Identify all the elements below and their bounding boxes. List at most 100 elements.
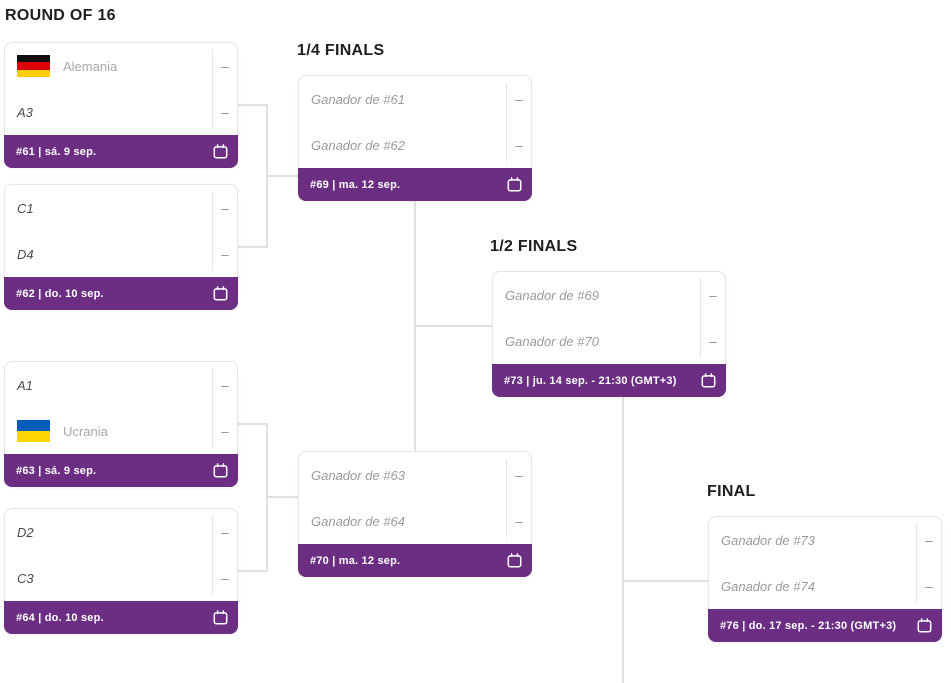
round-title-final: FINAL bbox=[707, 483, 756, 500]
round-title-quarter-finals: 1/4 FINALS bbox=[297, 42, 385, 59]
match-card-69[interactable]: Ganador de #61 Ganador de #62 – – #69 | … bbox=[298, 75, 532, 201]
match-body: Alemania A3 – – bbox=[5, 43, 237, 135]
away-score: – bbox=[221, 423, 229, 439]
home-score: – bbox=[709, 287, 717, 303]
match-footer: #76 | do. 17 sep. - 21:30 (GMT+3) bbox=[708, 609, 942, 642]
match-slot-home: Alemania bbox=[5, 43, 213, 89]
calendar-icon[interactable] bbox=[507, 553, 522, 568]
match-body: Ganador de #69 Ganador de #70 – – bbox=[493, 272, 725, 364]
score-divider bbox=[212, 515, 213, 595]
match-slot-home: Ganador de #69 bbox=[493, 272, 701, 318]
away-score: – bbox=[221, 104, 229, 120]
connector-line bbox=[238, 246, 268, 248]
home-score: – bbox=[221, 377, 229, 393]
match-body: Ganador de #63 Ganador de #64 – – bbox=[299, 452, 531, 544]
match-card-61[interactable]: Alemania A3 – – #61 | sá. 9 sep. bbox=[4, 42, 238, 168]
score-divider bbox=[212, 368, 213, 448]
match-slot-home: C1 bbox=[5, 185, 213, 231]
round-title-round-of-16: ROUND OF 16 bbox=[5, 7, 116, 24]
match-slot-home: A1 bbox=[5, 362, 213, 408]
match-slot-away: Ganador de #64 bbox=[299, 498, 507, 544]
home-score: – bbox=[925, 532, 933, 548]
score-divider bbox=[700, 278, 701, 358]
match-body: A1 Ucrania – – bbox=[5, 362, 237, 454]
match-footer: #73 | ju. 14 sep. - 21:30 (GMT+3) bbox=[492, 364, 726, 397]
match-slot-home: D2 bbox=[5, 509, 213, 555]
calendar-icon[interactable] bbox=[507, 177, 522, 192]
match-footer-text: #64 | do. 10 sep. bbox=[16, 611, 104, 624]
match-slot-home: Ganador de #61 bbox=[299, 76, 507, 122]
match-footer: #61 | sá. 9 sep. bbox=[4, 135, 238, 168]
away-score: – bbox=[515, 137, 523, 153]
match-body: Ganador de #73 Ganador de #74 – – bbox=[709, 517, 941, 609]
match-body: Ganador de #61 Ganador de #62 – – bbox=[299, 76, 531, 168]
match-slot-away: Ganador de #70 bbox=[493, 318, 701, 364]
match-footer: #64 | do. 10 sep. bbox=[4, 601, 238, 634]
match-card-76[interactable]: Ganador de #73 Ganador de #74 – – #76 | … bbox=[708, 516, 942, 642]
score-divider bbox=[506, 458, 507, 538]
match-card-62[interactable]: C1 D4 – – #62 | do. 10 sep. bbox=[4, 184, 238, 310]
connector-line bbox=[414, 325, 493, 327]
match-footer: #69 | ma. 12 sep. bbox=[298, 168, 532, 201]
ukraine-flag-icon bbox=[17, 420, 50, 442]
seed-label: D2 bbox=[17, 524, 34, 540]
winner-placeholder: Ganador de #63 bbox=[311, 467, 405, 483]
score-divider bbox=[212, 191, 213, 271]
score-divider bbox=[212, 49, 213, 129]
away-score: – bbox=[925, 578, 933, 594]
seed-label: C1 bbox=[17, 200, 34, 216]
match-footer: #62 | do. 10 sep. bbox=[4, 277, 238, 310]
home-score: – bbox=[221, 200, 229, 216]
seed-label: D4 bbox=[17, 246, 34, 262]
match-footer-text: #61 | sá. 9 sep. bbox=[16, 145, 97, 158]
match-slot-away: Ganador de #74 bbox=[709, 563, 917, 609]
connector-line bbox=[622, 397, 624, 683]
winner-placeholder: Ganador de #64 bbox=[311, 513, 405, 529]
calendar-icon[interactable] bbox=[213, 463, 228, 478]
away-score: – bbox=[515, 513, 523, 529]
calendar-icon[interactable] bbox=[701, 373, 716, 388]
calendar-icon[interactable] bbox=[213, 144, 228, 159]
round-title-semi-finals: 1/2 FINALS bbox=[490, 238, 578, 255]
match-footer-text: #62 | do. 10 sep. bbox=[16, 287, 104, 300]
seed-label: A3 bbox=[17, 104, 33, 120]
match-slot-away: Ganador de #62 bbox=[299, 122, 507, 168]
match-slot-away: Ucrania bbox=[5, 408, 213, 454]
away-score: – bbox=[709, 333, 717, 349]
score-divider bbox=[916, 523, 917, 603]
match-card-73[interactable]: Ganador de #69 Ganador de #70 – – #73 | … bbox=[492, 271, 726, 397]
match-card-63[interactable]: A1 Ucrania – – #63 | sá. 9 sep. bbox=[4, 361, 238, 487]
match-footer-text: #63 | sá. 9 sep. bbox=[16, 464, 97, 477]
score-divider bbox=[506, 82, 507, 162]
match-footer-text: #73 | ju. 14 sep. - 21:30 (GMT+3) bbox=[504, 374, 677, 387]
winner-placeholder: Ganador de #70 bbox=[505, 333, 599, 349]
winner-placeholder: Ganador de #74 bbox=[721, 578, 815, 594]
winner-placeholder: Ganador de #62 bbox=[311, 137, 405, 153]
team-name: Ucrania bbox=[63, 423, 108, 439]
home-score: – bbox=[515, 467, 523, 483]
match-slot-away: C3 bbox=[5, 555, 213, 601]
match-card-70[interactable]: Ganador de #63 Ganador de #64 – – #70 | … bbox=[298, 451, 532, 577]
winner-placeholder: Ganador de #73 bbox=[721, 532, 815, 548]
match-footer-text: #70 | ma. 12 sep. bbox=[310, 554, 401, 567]
seed-label: C3 bbox=[17, 570, 34, 586]
calendar-icon[interactable] bbox=[213, 286, 228, 301]
calendar-icon[interactable] bbox=[917, 618, 932, 633]
match-slot-home: Ganador de #73 bbox=[709, 517, 917, 563]
calendar-icon[interactable] bbox=[213, 610, 228, 625]
match-footer: #70 | ma. 12 sep. bbox=[298, 544, 532, 577]
winner-placeholder: Ganador de #69 bbox=[505, 287, 599, 303]
away-score: – bbox=[221, 246, 229, 262]
match-slot-home: Ganador de #63 bbox=[299, 452, 507, 498]
connector-line bbox=[266, 175, 298, 177]
match-body: D2 C3 – – bbox=[5, 509, 237, 601]
connector-line bbox=[238, 104, 268, 106]
match-card-64[interactable]: D2 C3 – – #64 | do. 10 sep. bbox=[4, 508, 238, 634]
connector-line bbox=[266, 496, 298, 498]
match-body: C1 D4 – – bbox=[5, 185, 237, 277]
home-score: – bbox=[221, 58, 229, 74]
connector-line bbox=[238, 423, 268, 425]
connector-line bbox=[238, 570, 268, 572]
match-footer: #63 | sá. 9 sep. bbox=[4, 454, 238, 487]
away-score: – bbox=[221, 570, 229, 586]
